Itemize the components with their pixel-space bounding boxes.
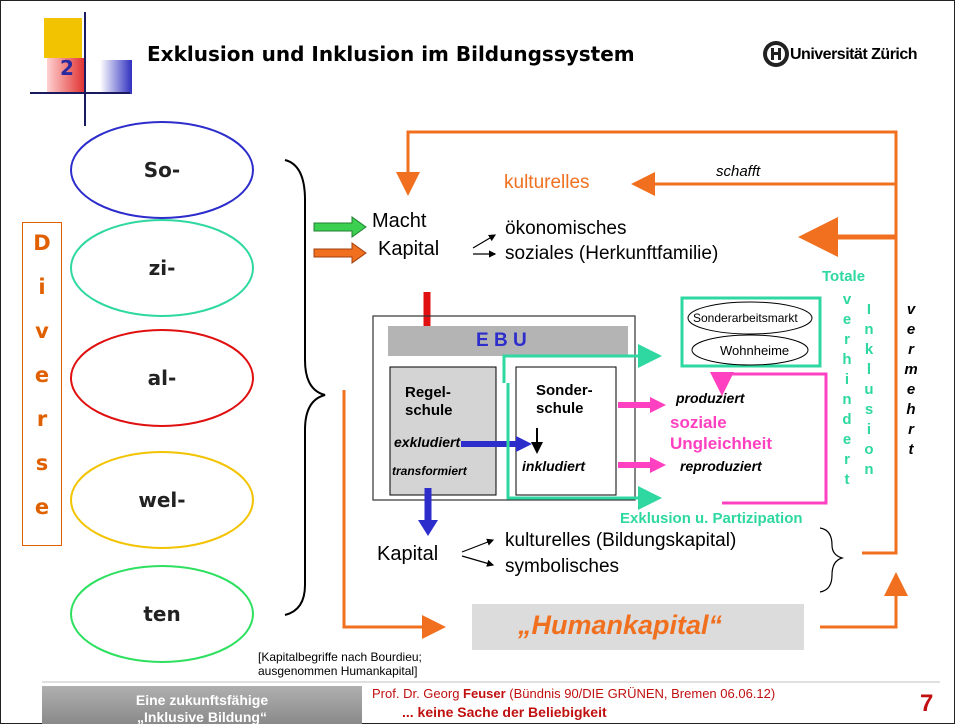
orange-loop-top [396, 130, 898, 465]
logo-square-yellow [44, 18, 82, 58]
oval-label: So- [143, 158, 181, 182]
ebu-title: E B U [476, 330, 527, 351]
diverse-letter: v [35, 319, 49, 343]
soziales-label: soziales (Herkunftfamilie) [505, 243, 719, 264]
logo-line-horizontal [30, 92, 130, 94]
oval-yellow [70, 451, 254, 549]
produziert-label: produziert [676, 390, 745, 406]
wohnheime-label: Wohnheime [720, 343, 790, 358]
kapital-label: Kapital [378, 238, 440, 260]
macht-label: Macht [372, 210, 427, 232]
diverse-letter: e [34, 495, 50, 519]
symbolisches-label: symbolisches [505, 556, 620, 577]
footer-subtitle: ... keine Sache der Beliebigkeit [402, 704, 607, 720]
ebu-header [388, 326, 628, 356]
diverse-box: D i v e r s e [22, 222, 62, 546]
curly-brace [284, 159, 326, 616]
oval-label: ten [143, 602, 181, 626]
bourdieu-note: [Kapitalbegriffe nach Bourdieu;ausgenomm… [258, 650, 422, 678]
kulturelles-bottom-label: kulturelles (Bildungskapital) [505, 530, 737, 551]
diverse-letter: D [33, 231, 51, 255]
oval-label: wel- [138, 488, 186, 512]
kulturelles-top-label: kulturelles [504, 172, 590, 193]
university-name: Universität Zürich [790, 46, 918, 63]
footer-left-box: Eine zukunftsfähige„Inklusive Bildung“ [42, 686, 362, 724]
slide-number: 2 [60, 56, 74, 80]
schafft-label: schafft [716, 163, 761, 180]
diverse-letter: s [35, 451, 49, 475]
oval-label: zi- [148, 256, 176, 280]
diverse-letter: r [36, 407, 48, 431]
logo-square-red [47, 58, 85, 92]
diverse-letter: i [38, 275, 46, 299]
regelschule-line: schule [405, 402, 453, 419]
sonderschule-line: Sonder- [536, 382, 593, 399]
oval-lightgreen [70, 565, 254, 663]
transformiert-label: transformiert [392, 464, 467, 478]
oval-label: al- [147, 366, 177, 390]
university-seal-icon [763, 41, 789, 67]
orange-arrow [313, 242, 367, 264]
sonderarbeitsmarkt-label: Sonderarbeitsmarkt [693, 311, 798, 325]
inkludiert-label: inkludiert [522, 458, 586, 474]
reproduziert-label: reproduziert [680, 458, 762, 474]
humankapital-label: „Humankapital“ [518, 610, 723, 640]
soziale-label: soziale [670, 413, 727, 432]
ungleichheit-label: Ungleichheit [670, 434, 773, 453]
kapital-bottom-label: Kapital [377, 543, 439, 565]
humankapital-box [472, 604, 804, 650]
sonderschule-box [515, 366, 617, 496]
footer-author: Prof. Dr. Georg Feuser (Bündnis 90/DIE G… [372, 686, 776, 701]
green-arrow [313, 216, 367, 238]
sonder-box [680, 296, 822, 368]
oval-red [70, 329, 254, 427]
oekonomisches-label: ökonomisches [505, 218, 627, 239]
diverse-letter: e [34, 363, 50, 387]
sonderschule-line: schule [536, 400, 584, 417]
logo-line-vertical [84, 12, 86, 126]
oval-blue [70, 121, 254, 219]
oval-green [70, 219, 254, 317]
regelschule-line: Regel- [405, 384, 451, 401]
totale-label: Totale [822, 268, 866, 285]
slide-title: Exklusion und Inklusion im Bildungssyste… [147, 42, 635, 66]
regelschule-box [389, 366, 497, 496]
exkludiert-label: exkludiert [394, 434, 461, 450]
page-number: 7 [920, 690, 934, 717]
logo-square-blue [100, 60, 132, 94]
exklusion-label: Exklusion u. Partizipation [620, 510, 803, 527]
